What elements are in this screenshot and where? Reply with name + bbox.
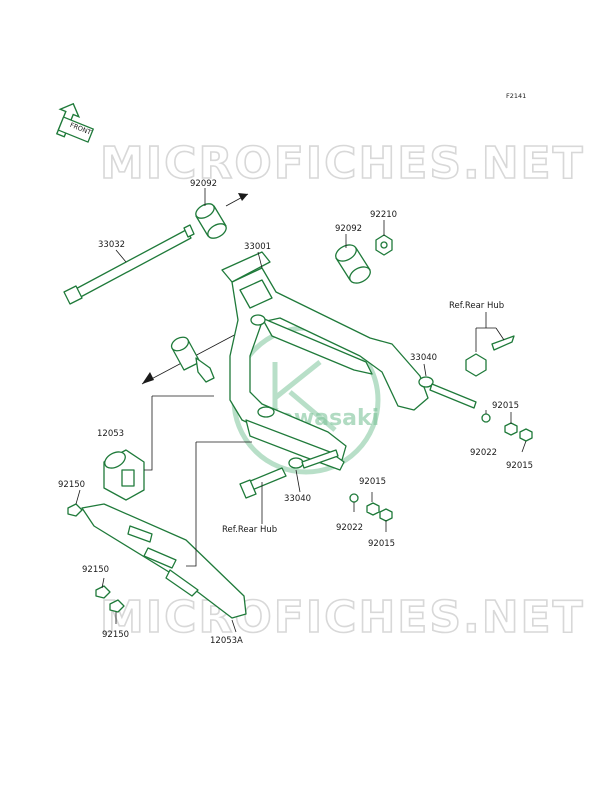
label-92150-b: 92150 — [82, 565, 109, 575]
adjuster-33040-lower — [239, 449, 339, 499]
label-92022-lower: 92022 — [336, 523, 363, 533]
label-12053A: 12053A — [210, 636, 243, 646]
washer-92022-right — [481, 413, 491, 423]
label-92015-d: 92015 — [368, 539, 395, 549]
label-33040-right: 33040 — [410, 353, 437, 363]
label-92092-top: 92092 — [190, 179, 217, 189]
front-arrow-icon — [55, 102, 95, 143]
bolt-92150-a — [67, 503, 83, 517]
collar-92092-top — [195, 203, 227, 239]
label-92015-b: 92015 — [506, 461, 533, 471]
label-92210: 92210 — [370, 210, 397, 220]
collar-left — [170, 336, 215, 383]
label-92015-a: 92015 — [492, 401, 519, 411]
nut-92015-d — [379, 508, 393, 522]
shaft-33032 — [63, 224, 195, 305]
label-12053: 12053 — [97, 429, 124, 439]
watermark-top: MICROFICHES.NET — [100, 138, 585, 189]
label-33001: 33001 — [244, 242, 271, 252]
nut-92015-b — [519, 428, 533, 442]
chain-guard-12053A — [81, 503, 247, 619]
bolt-92150-c — [109, 599, 125, 613]
nut-92210 — [375, 234, 393, 256]
label-92092-right: 92092 — [335, 224, 362, 234]
axis-arrow-icon — [142, 372, 154, 384]
swingarm-33001 — [221, 251, 429, 471]
label-92015-c: 92015 — [359, 477, 386, 487]
adjuster-33040-right — [418, 335, 515, 409]
label-ref-rear-hub-right: Ref.Rear Hub — [449, 301, 504, 311]
collar-92092-right — [335, 244, 371, 284]
watermark-bottom: MICROFICHES.NET — [100, 592, 585, 643]
label-33032: 33032 — [98, 240, 125, 250]
label-92150-c: 92150 — [102, 630, 129, 640]
label-ref-rear-hub-lower: Ref.Rear Hub — [222, 525, 277, 535]
label-92150-a: 92150 — [58, 480, 85, 490]
chain-guide-12053 — [103, 449, 145, 501]
washer-92022-lower — [349, 493, 359, 503]
diagram-code: F2141 — [506, 92, 526, 100]
label-33040-lower: 33040 — [284, 494, 311, 504]
nut-92015-c — [366, 502, 380, 516]
label-92022-right: 92022 — [470, 448, 497, 458]
nut-92015-a — [504, 422, 518, 436]
